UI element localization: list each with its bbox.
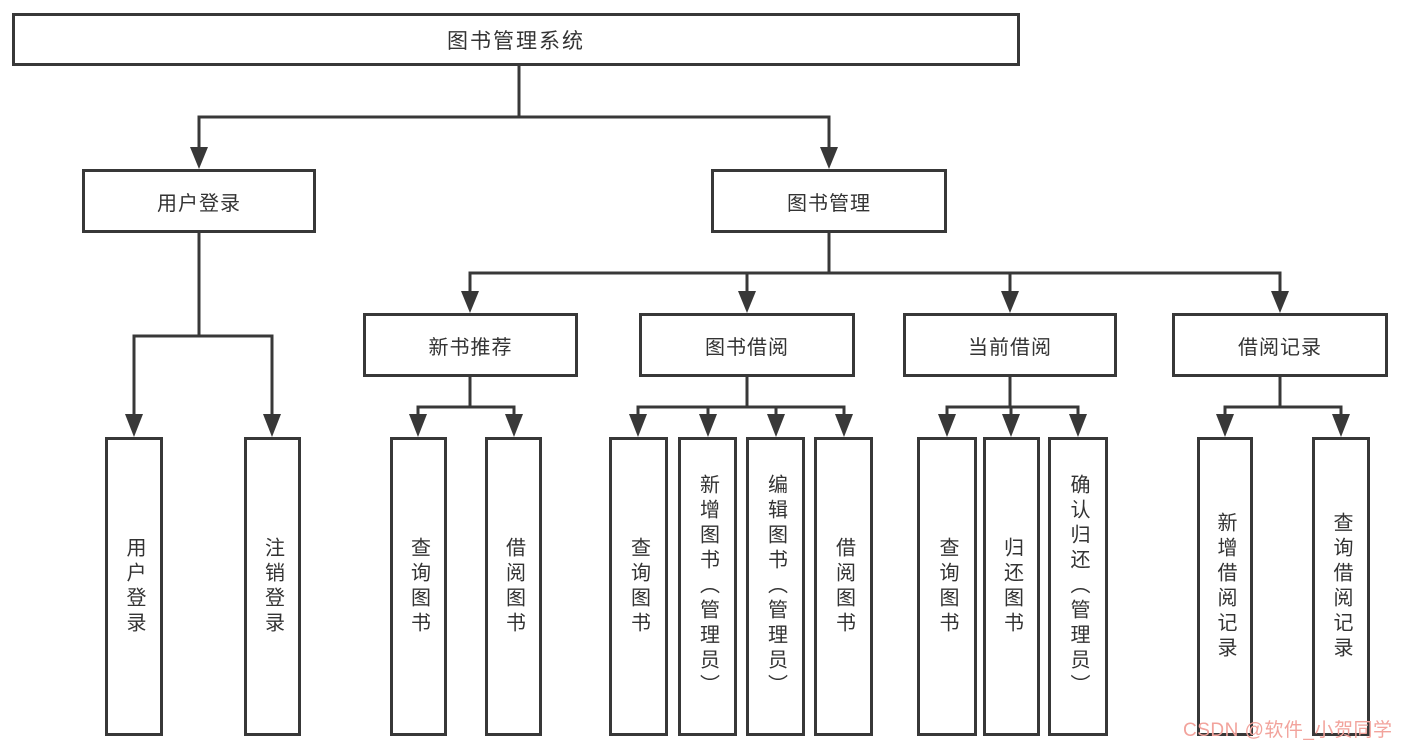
node-new-book-recommendation: 新书推荐	[363, 313, 578, 377]
leaf-confirm-return-admin: 确认归还（管理员）	[1048, 437, 1108, 736]
leaf-borrow-books: 借阅图书	[814, 437, 873, 736]
node-label: 图书管理系统	[447, 29, 585, 53]
node-label: 当前借阅	[968, 336, 1052, 359]
node-borrowing-records: 借阅记录	[1172, 313, 1388, 377]
leaf-borrow-books-recommend: 借阅图书	[485, 437, 542, 736]
node-label: 用户登录	[123, 536, 145, 637]
node-label: 查询借阅记录	[1330, 511, 1352, 662]
node-label: 查询图书	[627, 536, 650, 637]
node-label: 图书借阅	[705, 336, 789, 359]
node-label: 借阅记录	[1238, 336, 1322, 359]
node-label: 注销登录	[261, 536, 284, 637]
leaf-query-borrow-record: 查询借阅记录	[1312, 437, 1370, 736]
node-book-management: 图书管理	[711, 169, 947, 233]
leaf-add-book-admin: 新增图书（管理员）	[678, 437, 737, 736]
node-label: 确认归还（管理员）	[1067, 474, 1089, 699]
leaf-return-books: 归还图书	[983, 437, 1040, 736]
node-label: 编辑图书（管理员）	[764, 474, 787, 699]
node-label: 借阅图书	[832, 536, 855, 637]
node-library-system: 图书管理系统	[12, 13, 1020, 66]
node-label: 借阅图书	[502, 536, 525, 637]
leaf-query-books-borrow: 查询图书	[609, 437, 668, 736]
leaf-query-books-current: 查询图书	[917, 437, 977, 736]
csdn-watermark: CSDN @软件_小贺同学	[1183, 720, 1393, 741]
node-user-login: 用户登录	[82, 169, 316, 233]
node-label: 查询图书	[936, 536, 958, 637]
arrowheads	[125, 147, 1350, 437]
leaf-edit-book-admin: 编辑图书（管理员）	[746, 437, 805, 736]
node-label: 新书推荐	[428, 336, 513, 359]
node-label: 新增借阅记录	[1214, 511, 1236, 662]
node-label: 图书管理	[787, 192, 871, 215]
node-label: 用户登录	[157, 192, 241, 215]
leaf-logout: 注销登录	[244, 437, 301, 736]
node-current-borrowing: 当前借阅	[903, 313, 1117, 377]
node-label: 新增图书（管理员）	[696, 474, 719, 699]
leaf-user-login: 用户登录	[105, 437, 163, 736]
leaf-query-books-recommend: 查询图书	[390, 437, 447, 736]
leaf-add-borrow-record: 新增借阅记录	[1197, 437, 1253, 736]
node-book-borrowing: 图书借阅	[639, 313, 855, 377]
node-label: 查询图书	[407, 536, 430, 637]
node-label: 归还图书	[1000, 536, 1023, 637]
